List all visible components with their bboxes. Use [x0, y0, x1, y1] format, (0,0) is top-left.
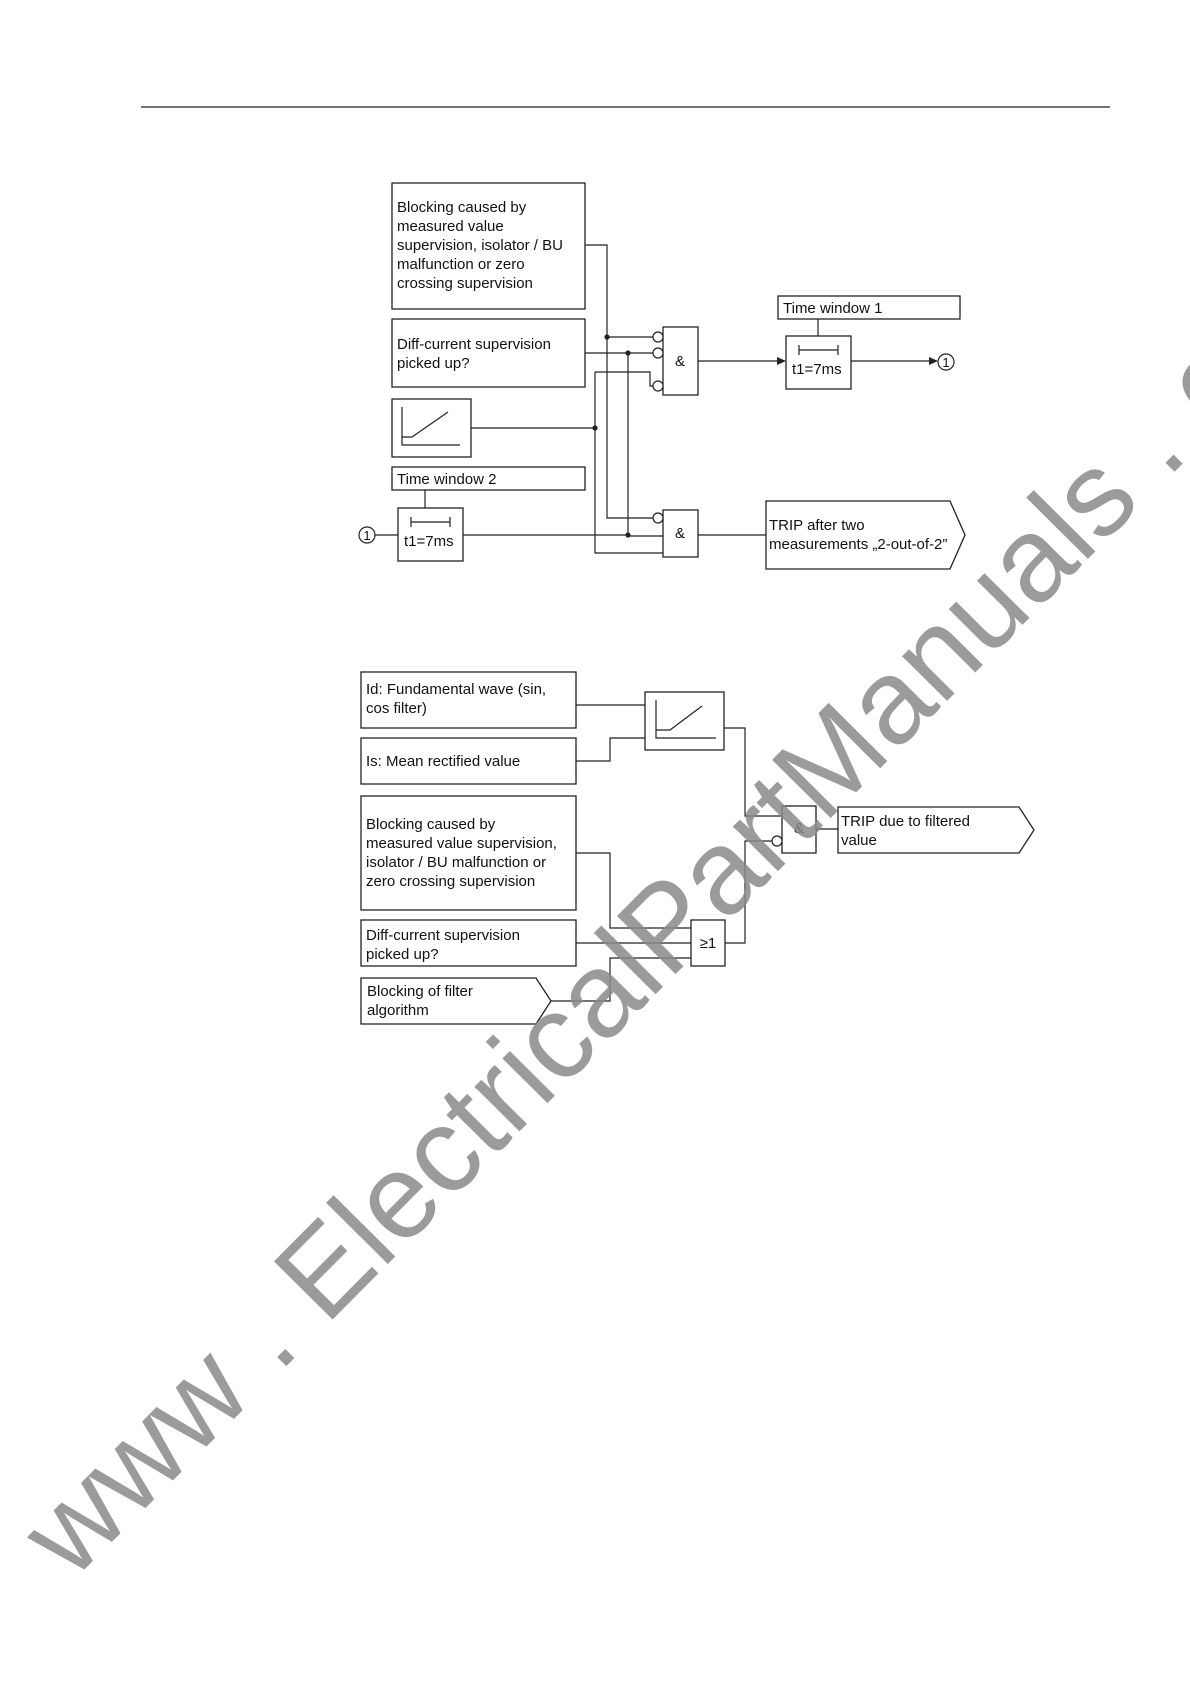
blocking-line-5: crossing supervision [397, 275, 533, 292]
characteristic-axes [401, 407, 460, 446]
and-gate-2-label: & [675, 525, 685, 542]
or-gate-label: ≥1 [700, 935, 717, 952]
timer-2: t1=7ms [397, 507, 464, 562]
timer-1-label: t1=7ms [792, 361, 842, 378]
trip-2-line-2: value [841, 832, 877, 849]
trip-2-out-of-2-output: TRIP after two measurements „2-out-of-2” [765, 500, 966, 570]
connector-out: 1 [937, 353, 955, 371]
diagram-filtered-value: Id: Fundamental wave (sin, cos filter) I… [360, 671, 1035, 1025]
filter-blocking-input: Blocking of filter algorithm [360, 977, 552, 1025]
blocking-input-box: Blocking caused by measured value superv… [391, 182, 586, 310]
diff-current-input-box-2: Diff-current supervision picked up? [360, 919, 577, 967]
blocking2-line-4: zero crossing supervision [366, 873, 535, 890]
time-window-2-label: Time window 2 [397, 471, 496, 488]
characteristic-box [391, 398, 472, 458]
diff2-line-1: Diff-current supervision [366, 927, 520, 944]
blocking-line-2: measured value [397, 218, 504, 235]
time-window-1-label: Time window 1 [783, 300, 882, 317]
connector-in-label: 1 [363, 528, 370, 543]
and-gate-2: & [662, 509, 699, 558]
and-gate-1: & [662, 326, 699, 396]
filter-line-2: algorithm [367, 1002, 429, 1019]
id-line-2: cos filter) [366, 700, 427, 717]
diff2-line-2: picked up? [366, 946, 439, 963]
blocking2-line-2: measured value supervision, [366, 835, 557, 852]
and-gate-1-label: & [675, 353, 685, 370]
timer-2-label: t1=7ms [404, 533, 454, 550]
id-input-box: Id: Fundamental wave (sin, cos filter) [360, 671, 577, 729]
and-gate-3-label: & [794, 820, 804, 837]
id-line-1: Id: Fundamental wave (sin, [366, 681, 546, 698]
timer-1: t1=7ms [785, 335, 852, 390]
trip-2-line-1: TRIP due to filtered [841, 813, 970, 830]
diff-line-2: picked up? [397, 355, 470, 372]
filter-line-1: Blocking of filter [367, 983, 473, 1000]
diff-line-1: Diff-current supervision [397, 336, 551, 353]
blocking2-line-1: Blocking caused by [366, 816, 496, 833]
blocking2-line-3: isolator / BU malfunction or [366, 854, 546, 871]
connector-in: 1 [358, 526, 376, 544]
diagram-2-out-of-2: Blocking caused by measured value superv… [358, 182, 966, 570]
blocking-input-box-2: Blocking caused by measured value superv… [360, 795, 577, 911]
is-input-box: Is: Mean rectified value [360, 737, 577, 785]
blocking-line-4: malfunction or zero [397, 256, 525, 273]
is-label: Is: Mean rectified value [366, 753, 520, 770]
time-window-2: Time window 2 [391, 466, 586, 508]
comparator-box [644, 691, 725, 751]
time-window-1: Time window 1 [777, 295, 961, 336]
characteristic-curve [402, 411, 449, 438]
blocking-line-1: Blocking caused by [397, 199, 527, 216]
trip-filtered-output: TRIP due to filtered value [837, 806, 1035, 854]
diagram-1-wires [375, 244, 938, 554]
blocking-line-3: supervision, isolator / BU [397, 237, 563, 254]
trip-1-line-1: TRIP after two [769, 517, 865, 534]
diagram-2-wires [551, 704, 838, 1002]
diff-current-input-box: Diff-current supervision picked up? [391, 318, 586, 388]
trip-1-line-2: measurements „2-out-of-2” [769, 536, 947, 553]
connector-out-label: 1 [942, 355, 949, 370]
